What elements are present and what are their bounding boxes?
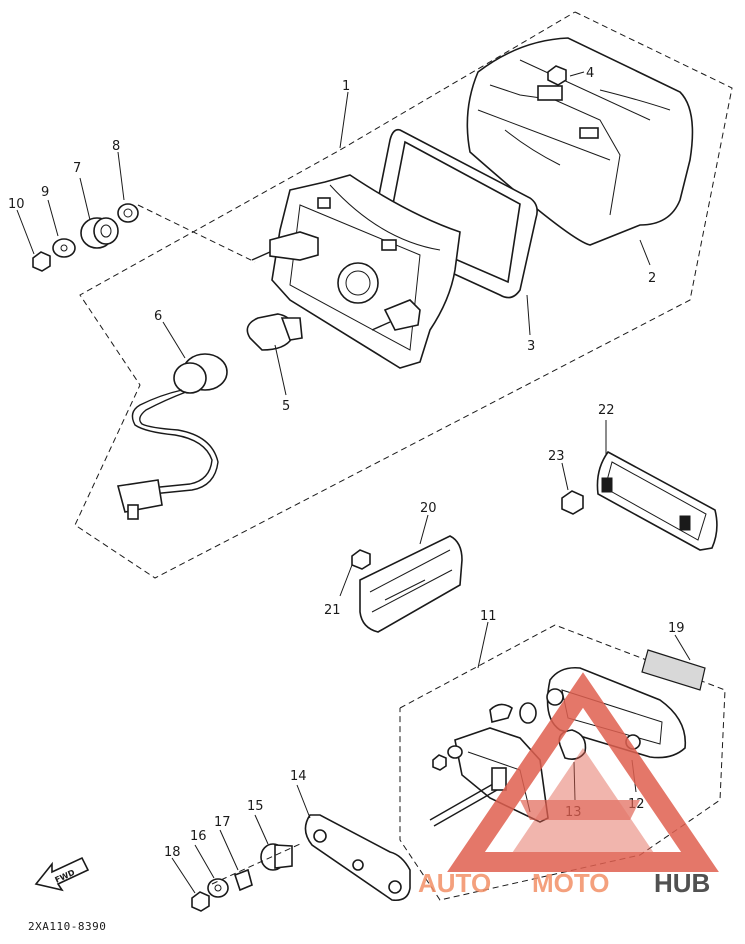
callout-1: 1 — [342, 79, 350, 94]
watermark-hub: HUB — [654, 868, 710, 898]
callout-2: 2 — [648, 271, 656, 286]
callout-14: 14 — [290, 769, 307, 784]
callout-17: 17 — [214, 815, 231, 830]
watermark-text: AUTO MOTO HUB — [418, 868, 710, 898]
light-22 — [596, 450, 718, 551]
lens-cover-part — [466, 37, 694, 246]
washer-16 — [207, 878, 229, 898]
callout-5: 5 — [282, 399, 290, 414]
diagram-code: 2XA110-8390 — [28, 920, 106, 933]
housing-part — [251, 174, 461, 369]
grommet-15 — [260, 843, 293, 871]
callout-4: 4 — [586, 66, 594, 81]
group-outline-lower — [399, 624, 726, 901]
callout-10: 10 — [8, 197, 25, 212]
callout-9: 9 — [41, 185, 49, 200]
nut-21 — [351, 549, 371, 570]
bulb-5 — [246, 313, 303, 351]
group-outline-upper — [74, 11, 733, 579]
collar-8 — [117, 203, 139, 223]
callout-15: 15 — [247, 799, 264, 814]
grommet-7 — [80, 217, 119, 249]
callout-21: 21 — [324, 603, 341, 618]
nut-10 — [32, 251, 51, 272]
callout-23: 23 — [548, 449, 565, 464]
callout-19: 19 — [668, 621, 685, 636]
nut-18 — [191, 891, 210, 912]
watermark-moto: MOTO — [532, 868, 610, 898]
callout-20: 20 — [420, 501, 437, 516]
callout-8: 8 — [112, 139, 120, 154]
watermark-logo-icon — [447, 672, 719, 872]
reflector-20 — [359, 535, 463, 633]
bracket-14 — [304, 814, 411, 902]
nut-23 — [561, 490, 584, 515]
gasket-part — [372, 128, 538, 299]
fwd-arrow-icon: FWD — [34, 856, 90, 892]
callout-11: 11 — [480, 609, 497, 624]
callout-18: 18 — [164, 845, 181, 860]
callout-22: 22 — [598, 403, 615, 418]
wire-plug — [429, 767, 507, 827]
collar-17 — [233, 868, 253, 892]
leader-lines — [16, 71, 691, 894]
socket-cord-6 — [116, 353, 228, 520]
callout-3: 3 — [527, 339, 535, 354]
label-19 — [641, 649, 706, 691]
callout-6: 6 — [154, 309, 162, 324]
callout-7: 7 — [73, 161, 81, 176]
nut-4 — [547, 65, 567, 86]
washer-9 — [52, 238, 76, 258]
watermark-auto: AUTO — [418, 868, 491, 898]
washer-small — [432, 745, 463, 771]
callout-16: 16 — [190, 829, 207, 844]
